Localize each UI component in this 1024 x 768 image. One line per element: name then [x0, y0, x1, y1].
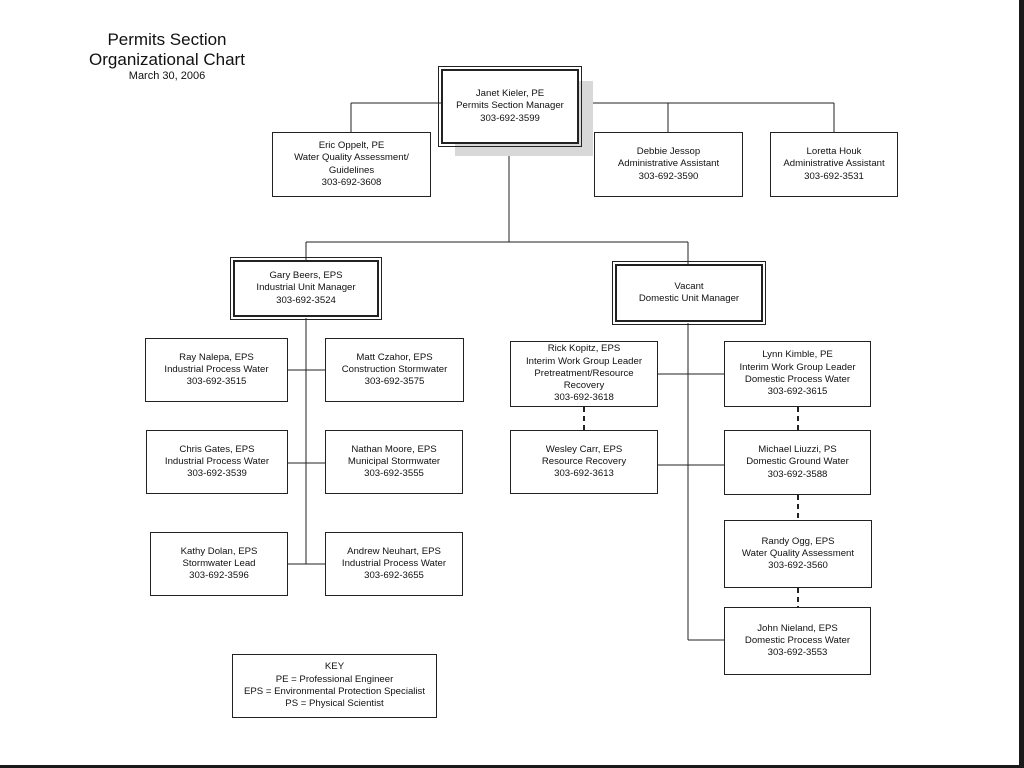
- node-role: Construction Stormwater: [341, 363, 448, 375]
- node-name: Loretta Houk: [806, 146, 862, 158]
- node-phone: 303-692-3655: [364, 570, 424, 582]
- node-kopitz: Rick Kopitz, EPS Interim Work Group Lead…: [510, 341, 658, 407]
- node-role: Domestic Ground Water: [746, 456, 849, 468]
- node-phone: 303-692-3615: [767, 386, 828, 398]
- node-role: Domestic Unit Manager: [638, 293, 740, 304]
- node-czahor: Matt Czahor, EPS Construction Stormwater…: [325, 338, 464, 402]
- node-role: Industrial Process Water: [164, 363, 269, 375]
- node-moore: Nathan Moore, EPS Municipal Stormwater 3…: [325, 430, 463, 494]
- node-liuzzi: Michael Liuzzi, PS Domestic Ground Water…: [724, 430, 871, 495]
- node-role: Stormwater Lead: [182, 557, 256, 569]
- node-role-2: Domestic Process Water: [744, 374, 851, 385]
- node-role: Industrial Unit Manager: [256, 282, 356, 294]
- node-phone: 303-692-3560: [768, 560, 828, 572]
- node-role: Municipal Stormwater: [347, 455, 441, 467]
- node-name: Nathan Moore, EPS: [351, 443, 437, 455]
- node-role: Water Quality Assessment/: [294, 152, 409, 164]
- node-phone: 303-692-3524: [276, 294, 336, 306]
- node-phone: 303-692-3555: [364, 468, 424, 480]
- node-name: Chris Gates, EPS: [179, 443, 255, 455]
- node-phone: 303-692-3608: [321, 176, 382, 188]
- node-phone: 303-692-3613: [554, 468, 614, 480]
- node-phone: 303-692-3596: [189, 570, 249, 582]
- node-nalepa: Ray Nalepa, EPS Industrial Process Water…: [145, 338, 288, 402]
- node-name: Vacant: [674, 280, 704, 292]
- node-carr: Wesley Carr, EPS Resource Recovery 303-6…: [510, 430, 658, 494]
- node-name: Rick Kopitz, EPS: [547, 343, 621, 355]
- node-role-2: Pretreatment/Resource: [534, 367, 634, 379]
- node-ogg: Randy Ogg, EPS Water Quality Assessment …: [724, 520, 872, 588]
- node-name: Lynn Kimble, PE: [762, 349, 833, 361]
- node-gates: Chris Gates, EPS Industrial Process Wate…: [146, 430, 288, 494]
- node-role: Administrative Assistant: [617, 158, 720, 170]
- node-name: Randy Ogg, EPS: [761, 535, 835, 547]
- node-role: Permits Section Manager: [456, 100, 564, 112]
- node-name: Gary Beers, EPS: [269, 270, 343, 282]
- node-industrial-manager: Gary Beers, EPS Industrial Unit Manager …: [230, 257, 382, 320]
- node-domestic-manager: Vacant Domestic Unit Manager: [612, 261, 766, 325]
- page-edge-right: [1019, 0, 1024, 768]
- node-name: Eric Oppelt, PE: [318, 139, 385, 151]
- chart-title: Permits Section Organizational Chart Mar…: [62, 30, 272, 83]
- node-role-2: Guidelines: [328, 164, 375, 176]
- node-name: Andrew Neuhart, EPS: [347, 545, 441, 557]
- node-role: Water Quality Assessment: [741, 547, 855, 559]
- node-kimble: Lynn Kimble, PE Interim Work Group Leade…: [724, 341, 871, 407]
- node-jessop: Debbie Jessop Administrative Assistant 3…: [594, 132, 743, 197]
- node-role: Resource Recovery: [541, 455, 627, 467]
- node-name: Debbie Jessop: [636, 146, 701, 158]
- node-name: Kathy Dolan, EPS: [180, 545, 258, 557]
- page-edge-bottom: [0, 765, 1024, 768]
- node-name: Matt Czahor, EPS: [356, 351, 433, 363]
- node-role: Interim Work Group Leader: [525, 355, 643, 367]
- node-name: Michael Liuzzi, PS: [758, 444, 837, 456]
- node-nieland: John Nieland, EPS Domestic Process Water…: [724, 607, 871, 675]
- node-dolan: Kathy Dolan, EPS Stormwater Lead 303-692…: [150, 532, 288, 596]
- node-role: Industrial Process Water: [341, 557, 447, 569]
- node-phone: 303-692-3539: [187, 468, 247, 480]
- title-line-1: Permits Section: [107, 30, 227, 49]
- node-role: Domestic Process Water: [744, 634, 851, 646]
- node-name: Wesley Carr, EPS: [545, 443, 623, 455]
- node-role-3: Recovery: [563, 380, 605, 392]
- node-phone: 303-692-3618: [554, 392, 614, 404]
- node-phone: 303-692-3575: [364, 376, 425, 388]
- node-role: Interim Work Group Leader: [739, 361, 856, 373]
- node-oppelt: Eric Oppelt, PE Water Quality Assessment…: [272, 132, 431, 197]
- node-phone: 303-692-3553: [767, 647, 828, 659]
- node-houk: Loretta Houk Administrative Assistant 30…: [770, 132, 898, 197]
- node-name: Janet Kieler, PE: [475, 88, 545, 100]
- node-phone: 303-692-3515: [186, 376, 247, 388]
- node-role: Industrial Process Water: [164, 455, 270, 467]
- node-role: Administrative Assistant: [783, 158, 885, 170]
- node-name: Ray Nalepa, EPS: [179, 351, 254, 363]
- key-ps: PS = Physical Scientist: [285, 698, 384, 710]
- title-date: March 30, 2006: [128, 70, 206, 83]
- node-name: John Nieland, EPS: [757, 622, 838, 634]
- node-phone: 303-692-3599: [480, 112, 540, 124]
- node-phone: 303-692-3531: [804, 170, 864, 182]
- key-heading: KEY: [324, 661, 345, 673]
- key-eps: EPS = Environmental Protection Specialis…: [243, 686, 426, 697]
- node-phone: 303-692-3588: [767, 468, 828, 480]
- node-neuhart: Andrew Neuhart, EPS Industrial Process W…: [325, 532, 463, 596]
- key-pe: PE = Professional Engineer: [275, 673, 394, 685]
- legend-key: KEY PE = Professional Engineer EPS = Env…: [232, 654, 437, 718]
- title-line-2: Organizational Chart: [89, 50, 245, 70]
- node-phone: 303-692-3590: [638, 170, 699, 182]
- node-section-manager: Janet Kieler, PE Permits Section Manager…: [438, 66, 582, 147]
